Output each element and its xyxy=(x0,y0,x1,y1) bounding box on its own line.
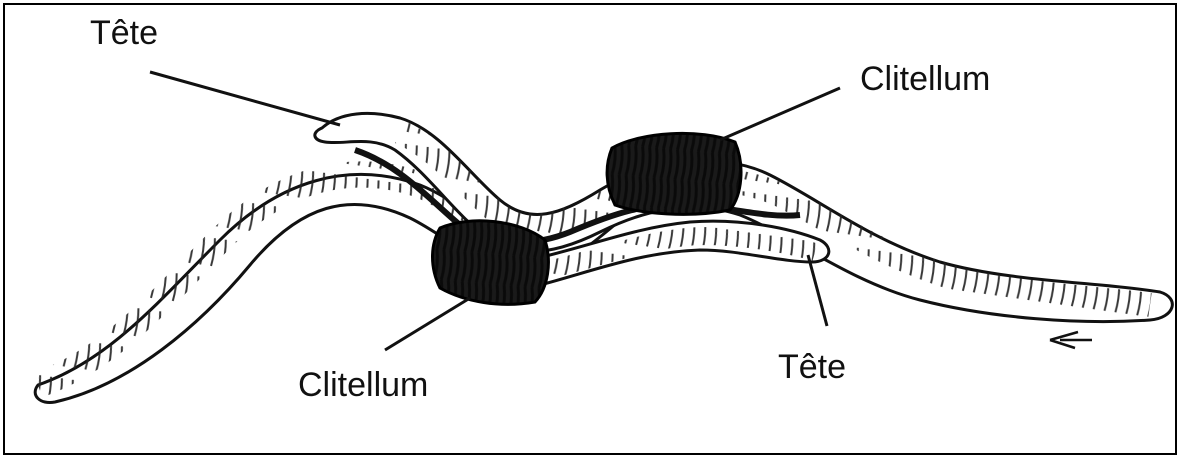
tail-mark xyxy=(1050,332,1092,348)
label-head-bottom: Tête xyxy=(778,348,846,386)
leader-clitellum-bottom xyxy=(385,298,470,350)
label-clitellum-bottom: Clitellum xyxy=(298,366,428,404)
leader-head-bottom xyxy=(808,255,827,326)
label-clitellum-top: Clitellum xyxy=(860,60,990,98)
clitellum-lower xyxy=(433,221,549,305)
leader-clitellum-top xyxy=(720,88,840,140)
leader-head-top xyxy=(150,72,340,125)
clitellum-upper xyxy=(607,133,741,214)
label-head-top: Tête xyxy=(90,14,158,52)
